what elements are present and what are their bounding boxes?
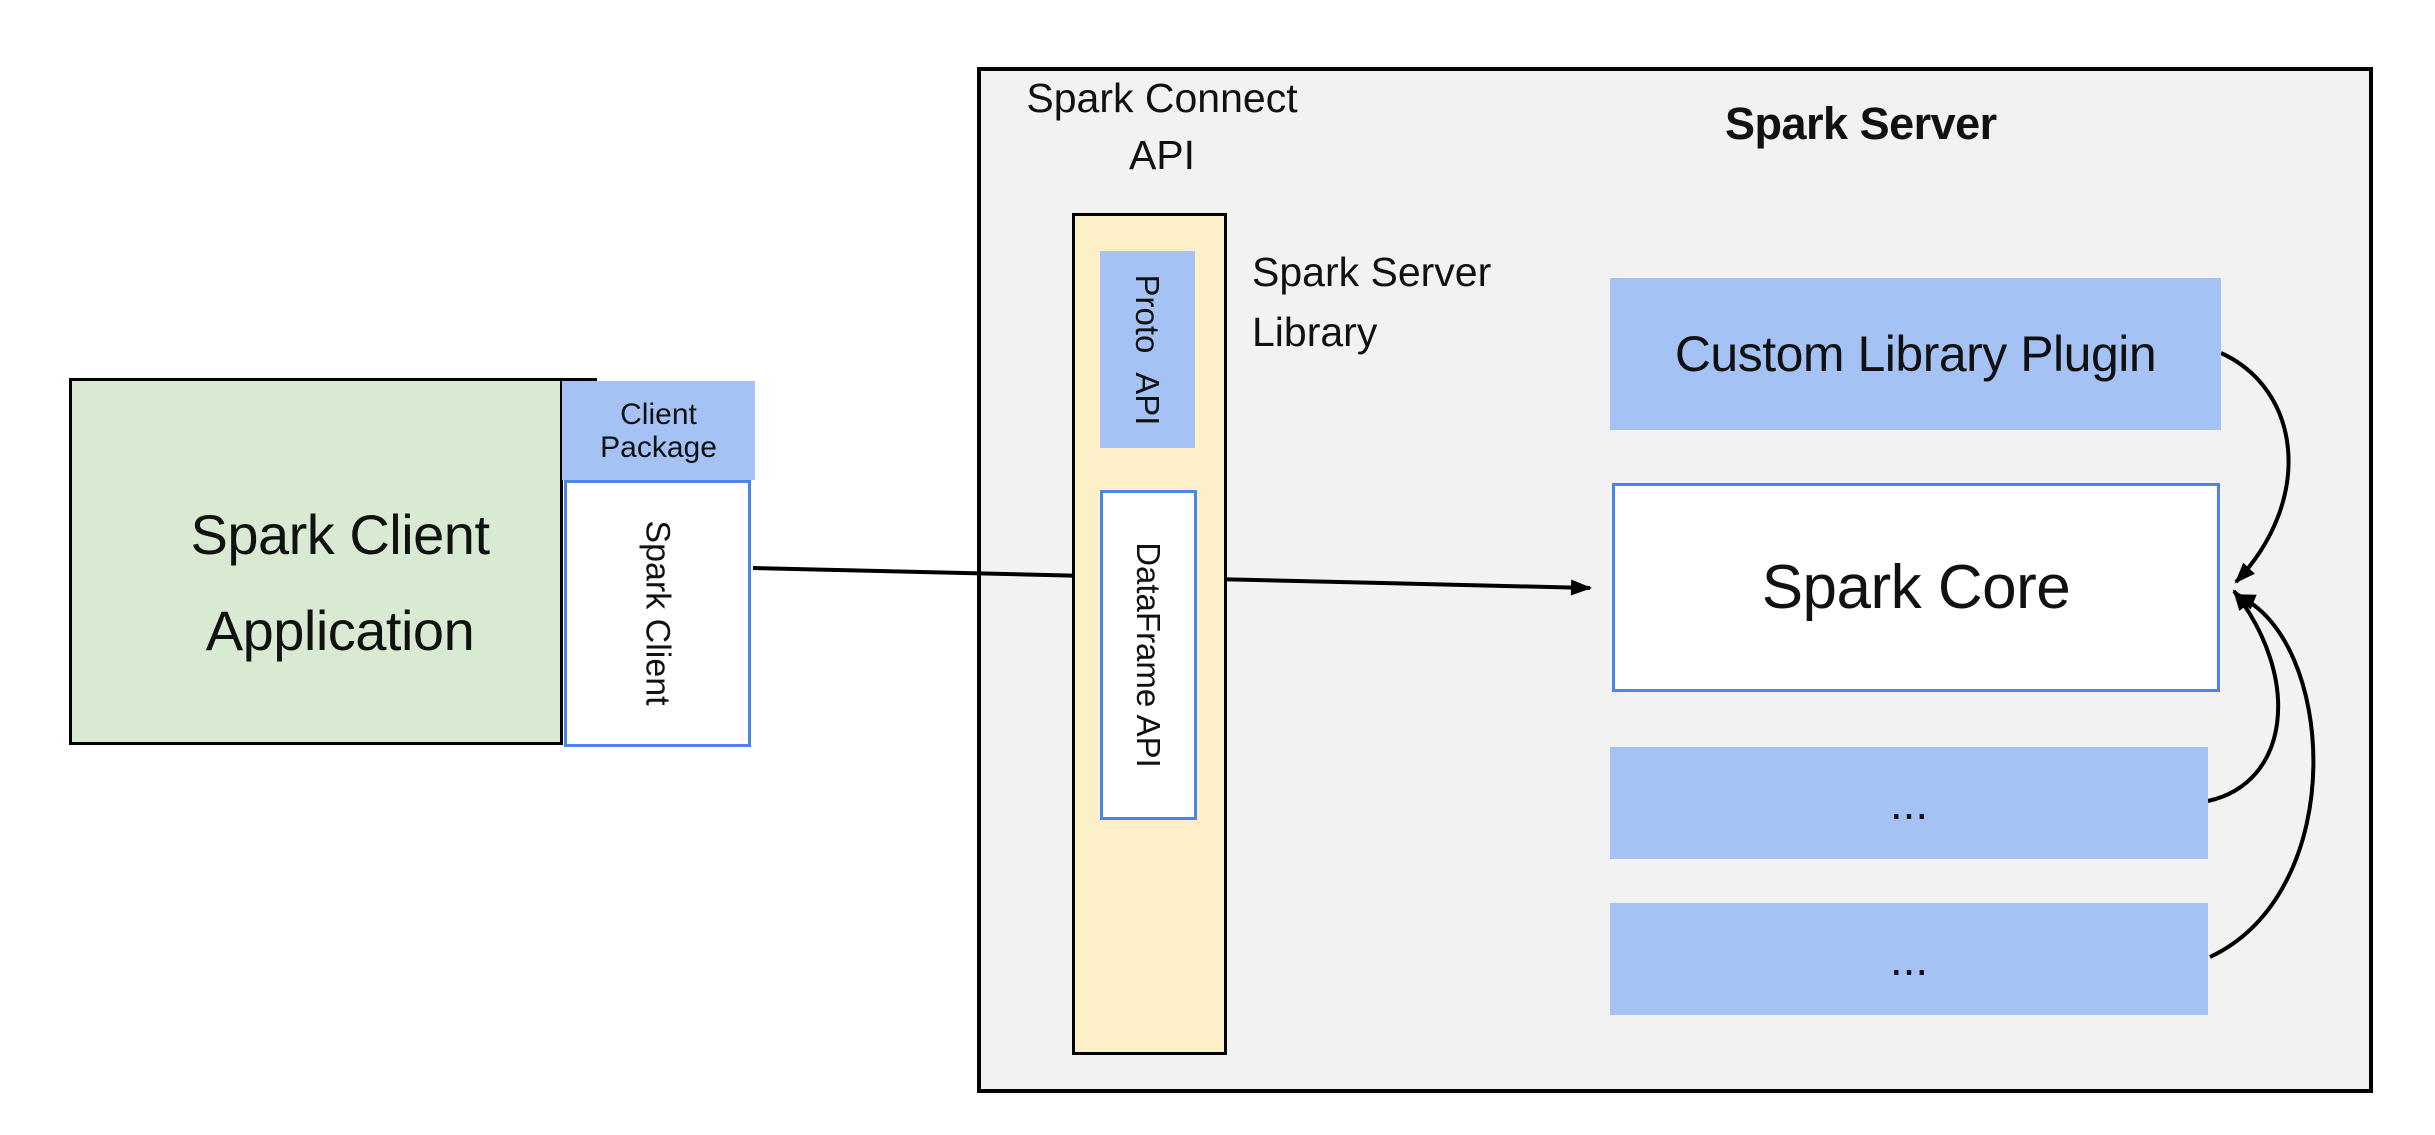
spark-connect-api-label-line1: Spark Connect	[1026, 75, 1298, 121]
spark-core-box: Spark Core	[1612, 483, 2220, 692]
custom-library-plugin-label: Custom Library Plugin	[1674, 326, 2157, 382]
client-box-border-overlap	[560, 378, 597, 381]
spark-client-application-label-line2: Application	[205, 599, 475, 662]
dataframe-api-box	[1100, 490, 1197, 820]
spark-server-title: Spark Server	[1725, 98, 1997, 149]
server-module-1-box: ...	[1610, 747, 2208, 859]
spark-server-library-label-line1: Spark Server	[1252, 249, 1492, 295]
spark-connect-api-label: Spark Connect API	[1012, 70, 1312, 184]
dataframe-api-label: DataFrame API	[1130, 542, 1167, 768]
proto-api-box	[1100, 251, 1195, 448]
spark-connect-api-label-line2: API	[1128, 132, 1196, 178]
spark-client-box	[564, 480, 751, 747]
client-package-box: Client Package	[562, 381, 755, 480]
client-package-label-line2: Package	[600, 430, 717, 464]
spark-core-label: Spark Core	[1761, 553, 2071, 622]
server-module-2-label: ...	[1889, 933, 1929, 985]
spark-server-library-label-line2: Library	[1252, 309, 1378, 355]
client-package-label-line1: Client	[620, 397, 697, 431]
proto-api-label: Proto API	[1129, 274, 1166, 426]
server-module-1-label: ...	[1889, 777, 1929, 829]
server-module-2-box: ...	[1610, 903, 2208, 1015]
spark-client-application-label: Spark Client Application	[90, 487, 590, 679]
spark-server-library-label: Spark Server Library	[1252, 242, 1491, 362]
spark-client-label: Spark Client	[638, 520, 677, 706]
spark-client-application-label-line1: Spark Client	[190, 503, 490, 566]
custom-library-plugin-box: Custom Library Plugin	[1610, 278, 2221, 430]
spark-client-application-box	[69, 378, 563, 745]
